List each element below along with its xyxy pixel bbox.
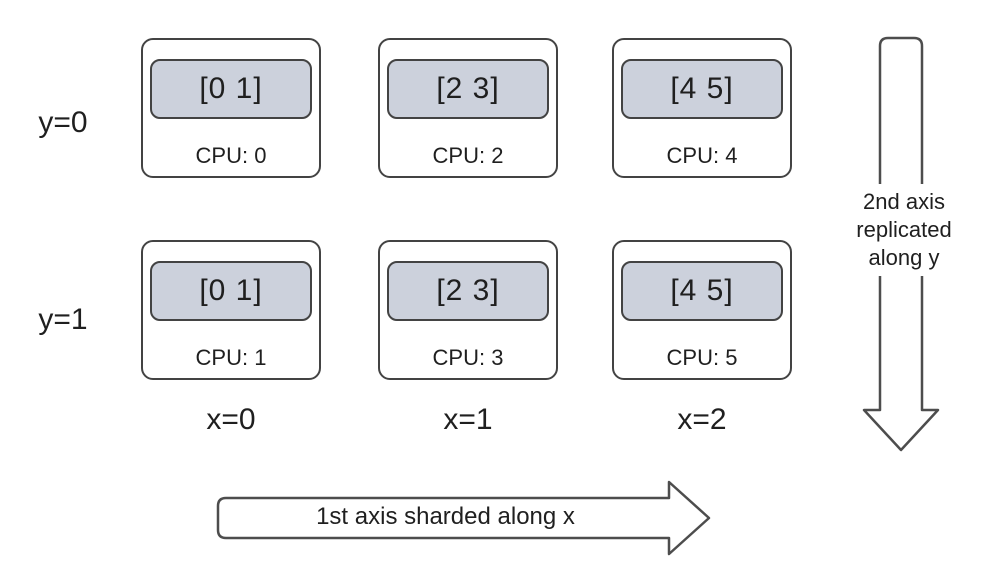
cpu-label: CPU: 0 bbox=[195, 143, 267, 168]
row-label-y1: y=1 bbox=[38, 303, 88, 336]
caption-line: along y bbox=[868, 245, 940, 270]
cpu-label: CPU: 3 bbox=[432, 345, 504, 370]
shard-data: [2 3] bbox=[387, 59, 549, 119]
device-box-cpu0: [0 1] CPU: 0 bbox=[141, 38, 321, 178]
col-label-x0: x=0 bbox=[206, 403, 256, 436]
row-label-y0: y=0 bbox=[38, 106, 88, 139]
device-box-cpu2: [2 3] CPU: 2 bbox=[378, 38, 558, 178]
cpu-label: CPU: 2 bbox=[432, 143, 504, 168]
cpu-label: CPU: 4 bbox=[666, 143, 738, 168]
cpu-label: CPU: 5 bbox=[666, 345, 738, 370]
caption-line: replicated bbox=[856, 217, 952, 242]
col-label-x2: x=2 bbox=[677, 403, 727, 436]
device-box-cpu4: [4 5] CPU: 4 bbox=[612, 38, 792, 178]
caption-line: 2nd axis bbox=[863, 189, 945, 214]
cpu-label: CPU: 1 bbox=[195, 345, 267, 370]
shard-data: [2 3] bbox=[387, 261, 549, 321]
device-box-cpu3: [2 3] CPU: 3 bbox=[378, 240, 558, 380]
shard-data: [4 5] bbox=[621, 261, 783, 321]
shard-data: [0 1] bbox=[150, 261, 312, 321]
shard-data: [0 1] bbox=[150, 59, 312, 119]
device-box-cpu5: [4 5] CPU: 5 bbox=[612, 240, 792, 380]
shard-data: [4 5] bbox=[621, 59, 783, 119]
sharded-axis-caption: 1st axis sharded along x bbox=[316, 503, 575, 530]
col-label-x1: x=1 bbox=[443, 403, 493, 436]
replicated-axis-caption: 2nd axis replicated along y bbox=[846, 184, 962, 276]
sharded-axis-arrow bbox=[216, 480, 711, 556]
device-box-cpu1: [0 1] CPU: 1 bbox=[141, 240, 321, 380]
